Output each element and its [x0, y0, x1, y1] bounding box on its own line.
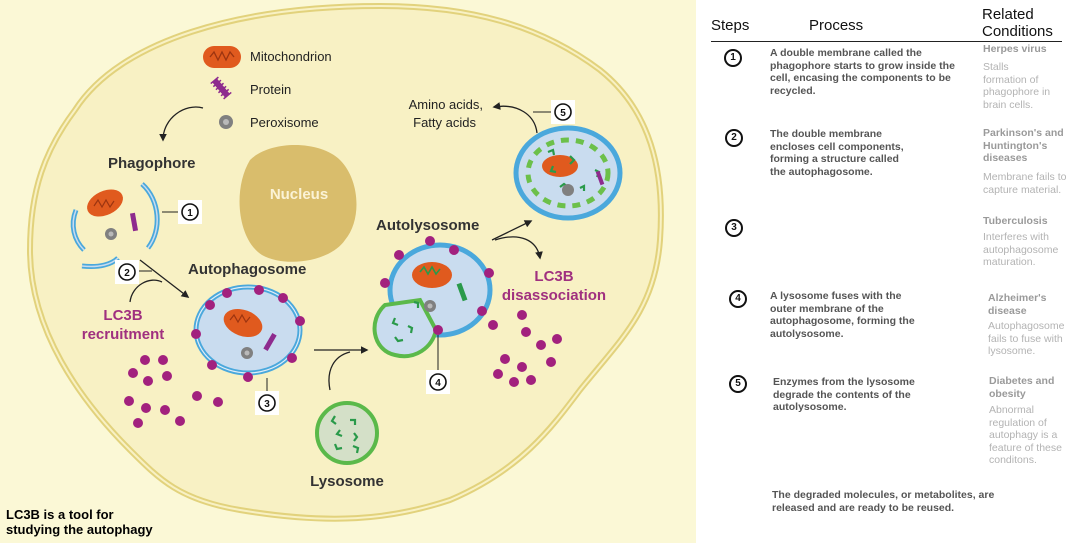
lc3b-recruitment-label-2: recruitment — [82, 326, 165, 343]
process-text-5: Enzymes from the lysosome degrade the co… — [773, 376, 915, 413]
header-steps: Steps — [711, 17, 750, 34]
nucleus-label: Nucleus — [270, 186, 328, 203]
arrow-to-phagophore — [159, 106, 204, 142]
step-marker-5: 5 — [551, 100, 575, 124]
autophagosome-label: Autophagosome — [188, 261, 306, 278]
process-text-2: The double membrane encloses cell compon… — [770, 128, 904, 178]
condition-title-2: Parkinson's and Huntington's diseases — [983, 127, 1064, 164]
svg-text:4: 4 — [435, 378, 441, 389]
condition-title-1: Herpes virus — [983, 43, 1047, 55]
step-circle-1: 1 — [724, 49, 742, 67]
autophagy-diagram: Nucleus Mitochondrion Protein Peroxisome… — [0, 0, 696, 543]
step-marker-3: 3 — [255, 391, 279, 415]
process-text-1: A double membrane called the phagophore … — [770, 47, 955, 97]
condition-title-4: Alzheimer's disease — [988, 292, 1047, 317]
arrow-lc3b-disassociation — [494, 236, 543, 260]
lc3b-recruitment-arrow — [129, 279, 163, 303]
condition-title-5: Diabetes and obesity — [989, 375, 1055, 400]
arrow-to-degraded-vesicle — [491, 220, 533, 241]
condition-detail-4: Autophagosome fails to fuse with lysosom… — [988, 320, 1065, 357]
step-marker-1: 1 — [178, 200, 202, 224]
svg-text:1: 1 — [187, 208, 193, 219]
autolysosome — [372, 242, 493, 359]
autolysosome-label: Autolysosome — [376, 217, 479, 234]
condition-detail-3: Interferes with autophagosome maturation… — [983, 231, 1059, 268]
condition-detail-2: Membrane fails to capture material. — [983, 171, 1067, 196]
phagophore-label: Phagophore — [108, 155, 196, 172]
step-circle-4: 4 — [729, 290, 747, 308]
svg-text:2: 2 — [124, 268, 130, 279]
lysosome-arrow — [328, 351, 351, 391]
products-label-1: Amino acids, — [409, 97, 483, 112]
svg-text:3: 3 — [264, 399, 270, 410]
arrow-to-autophagosome — [139, 259, 190, 298]
step-circle-5: 5 — [729, 375, 747, 393]
condition-detail-1: Stalls formation of phagophore in brain … — [983, 61, 1051, 111]
lc3b-recruitment-label-1: LC3B — [103, 307, 142, 324]
lc3b-on-autophagosome — [191, 285, 305, 382]
step-circle-2: 2 — [725, 129, 743, 147]
header-divider — [711, 41, 1062, 42]
condition-title-3: Tuberculosis — [983, 215, 1048, 227]
condition-detail-5: Abnormal regulation of autophagy is a fe… — [989, 404, 1062, 466]
phagophore — [70, 182, 160, 269]
lysosome-label: Lysosome — [310, 473, 384, 490]
step-marker-4: 4 — [426, 370, 450, 394]
process-text-4: A lysosome fuses with the outer membrane… — [770, 290, 915, 340]
step-marker-2: 2 — [115, 260, 139, 284]
mitochondrion-icon — [203, 46, 241, 68]
free-lc3b-left — [124, 355, 223, 428]
lc3b-on-autolysosome — [380, 236, 494, 335]
protein-icon — [210, 76, 232, 100]
svg-text:5: 5 — [560, 108, 566, 119]
legend-peroxisome: Peroxisome — [250, 115, 319, 130]
header-conditions: Conditions — [982, 23, 1053, 40]
products-label-2: Fatty acids — [413, 115, 476, 130]
final-note: The degraded molecules, or metabolites, … — [772, 489, 995, 514]
step-circle-3: 3 — [725, 219, 743, 237]
lc3b-disassociation-label-2: disassociation — [502, 287, 606, 304]
header-related: Related — [982, 6, 1034, 23]
free-lc3b-right — [488, 310, 562, 387]
degraded-vesicle — [513, 125, 623, 221]
cell-membrane-inner — [28, 4, 662, 520]
legend-mitochondrion: Mitochondrion — [250, 49, 332, 64]
arrow-to-products — [492, 102, 538, 134]
header-process: Process — [809, 17, 864, 34]
lc3b-disassociation-label-1: LC3B — [534, 268, 573, 285]
autophagosome — [193, 284, 303, 376]
nucleus — [239, 145, 357, 262]
caption: LC3B is a tool for studying the autophag… — [6, 507, 153, 537]
lysosome — [315, 401, 379, 465]
legend-protein: Protein — [250, 82, 291, 97]
legend: Mitochondrion Protein Peroxisome — [203, 46, 332, 130]
